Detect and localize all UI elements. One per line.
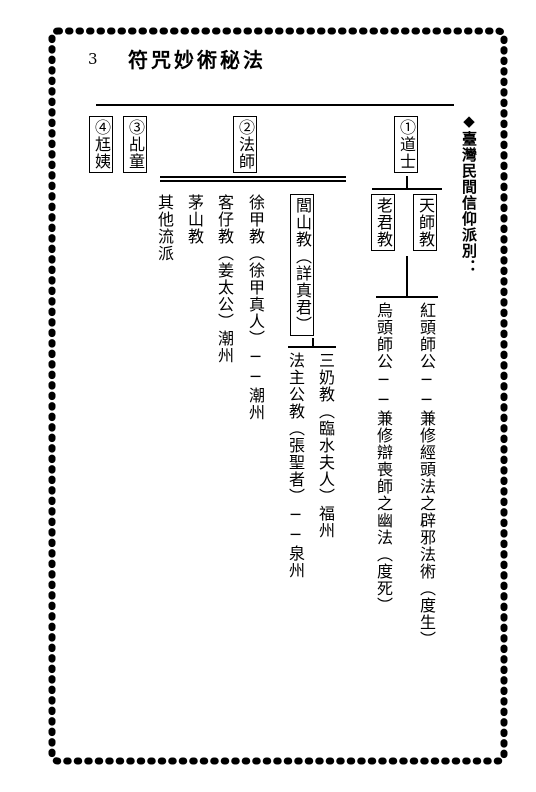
side-title: ◆臺灣民間信仰派別： bbox=[460, 112, 478, 275]
fashi-others: 其他流派 bbox=[155, 194, 174, 262]
daoshi-laojun-box: 老君教 bbox=[371, 194, 395, 251]
branch-fashi: ②法師 bbox=[233, 116, 257, 173]
fashi-bar-line-2 bbox=[160, 180, 346, 182]
daoshi-stem-line bbox=[406, 176, 408, 188]
fashi-bar-line-1 bbox=[160, 176, 346, 178]
fashi-maoshan: 茅山教 bbox=[185, 194, 204, 245]
daoshi-black-head: 烏頭師公──兼修辯喪師之幽法（度死） bbox=[374, 302, 393, 614]
daoshi-lower-stem bbox=[406, 256, 408, 296]
fashi-kezai: 客仔教（姜太公）潮州 bbox=[215, 194, 234, 364]
lushan-stem-line bbox=[312, 338, 314, 346]
fashi-sannai: 三奶教（臨水夫人）福州 bbox=[316, 352, 335, 539]
page-title: 符咒妙術秘法 bbox=[128, 48, 266, 72]
fashi-lushan-box: 閭山教（詳真君） bbox=[290, 194, 314, 336]
fashi-fazhu: 法主公教（張聖者）──泉州 bbox=[286, 352, 305, 579]
branch-daoshi: ①道士 bbox=[394, 116, 418, 173]
top-bar-line bbox=[96, 104, 454, 106]
lushan-split-line bbox=[288, 346, 336, 348]
branch-jitong: ③乩童 bbox=[123, 116, 147, 173]
branch-wangyi: ④尪姨 bbox=[89, 116, 113, 173]
daoshi-lower-split bbox=[376, 296, 438, 298]
fashi-xujia: 徐甲教（徐甲真人）──潮州 bbox=[246, 194, 265, 421]
page-number: 3 bbox=[88, 50, 98, 68]
daoshi-tianshi-box: 天師教 bbox=[413, 194, 437, 251]
daoshi-red-head: 紅頭師公──兼修經頭法之辟邪法術（度生） bbox=[417, 302, 436, 648]
daoshi-split-line bbox=[372, 188, 442, 190]
